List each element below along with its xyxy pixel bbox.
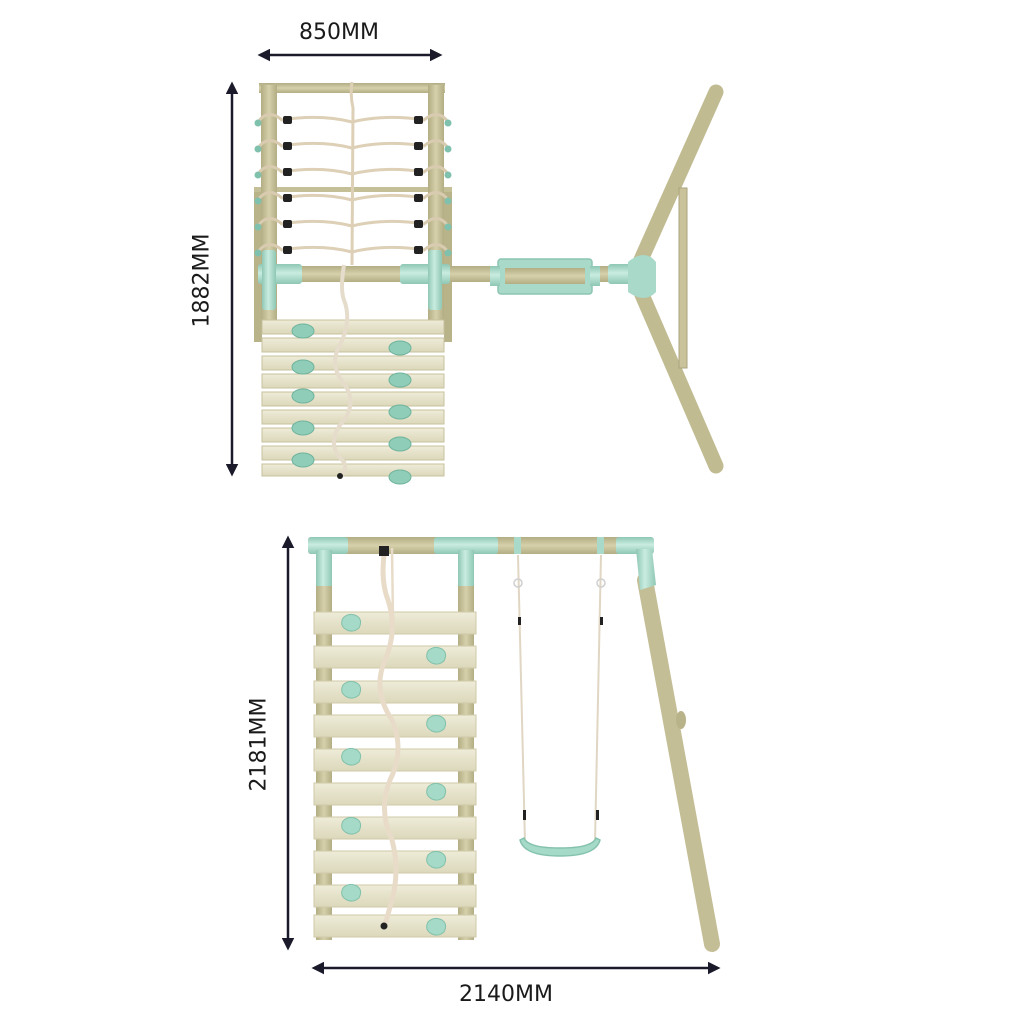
ladder-center-rope bbox=[349, 81, 355, 266]
swing-seat bbox=[519, 836, 601, 857]
front-climbing-holds bbox=[341, 613, 447, 936]
front-length-dimension-label: 2140MM bbox=[459, 982, 553, 1007]
top-width-dimension-label: 850MM bbox=[299, 20, 379, 45]
rung-hooks bbox=[256, 113, 450, 253]
front-a-frame-leg bbox=[637, 572, 720, 952]
dimension-lines bbox=[225, 48, 721, 975]
front-climbing-rope bbox=[377, 547, 401, 926]
rung-end-caps bbox=[254, 119, 452, 257]
top-climbing-holds bbox=[291, 323, 412, 485]
top-wall-boards bbox=[261, 319, 445, 477]
top-view bbox=[254, 81, 724, 485]
top-a-frame bbox=[628, 84, 724, 474]
top-climbing-rope bbox=[332, 264, 353, 478]
front-view bbox=[308, 537, 720, 952]
swing-ropes bbox=[517, 554, 602, 844]
rope-connectors bbox=[283, 116, 423, 254]
